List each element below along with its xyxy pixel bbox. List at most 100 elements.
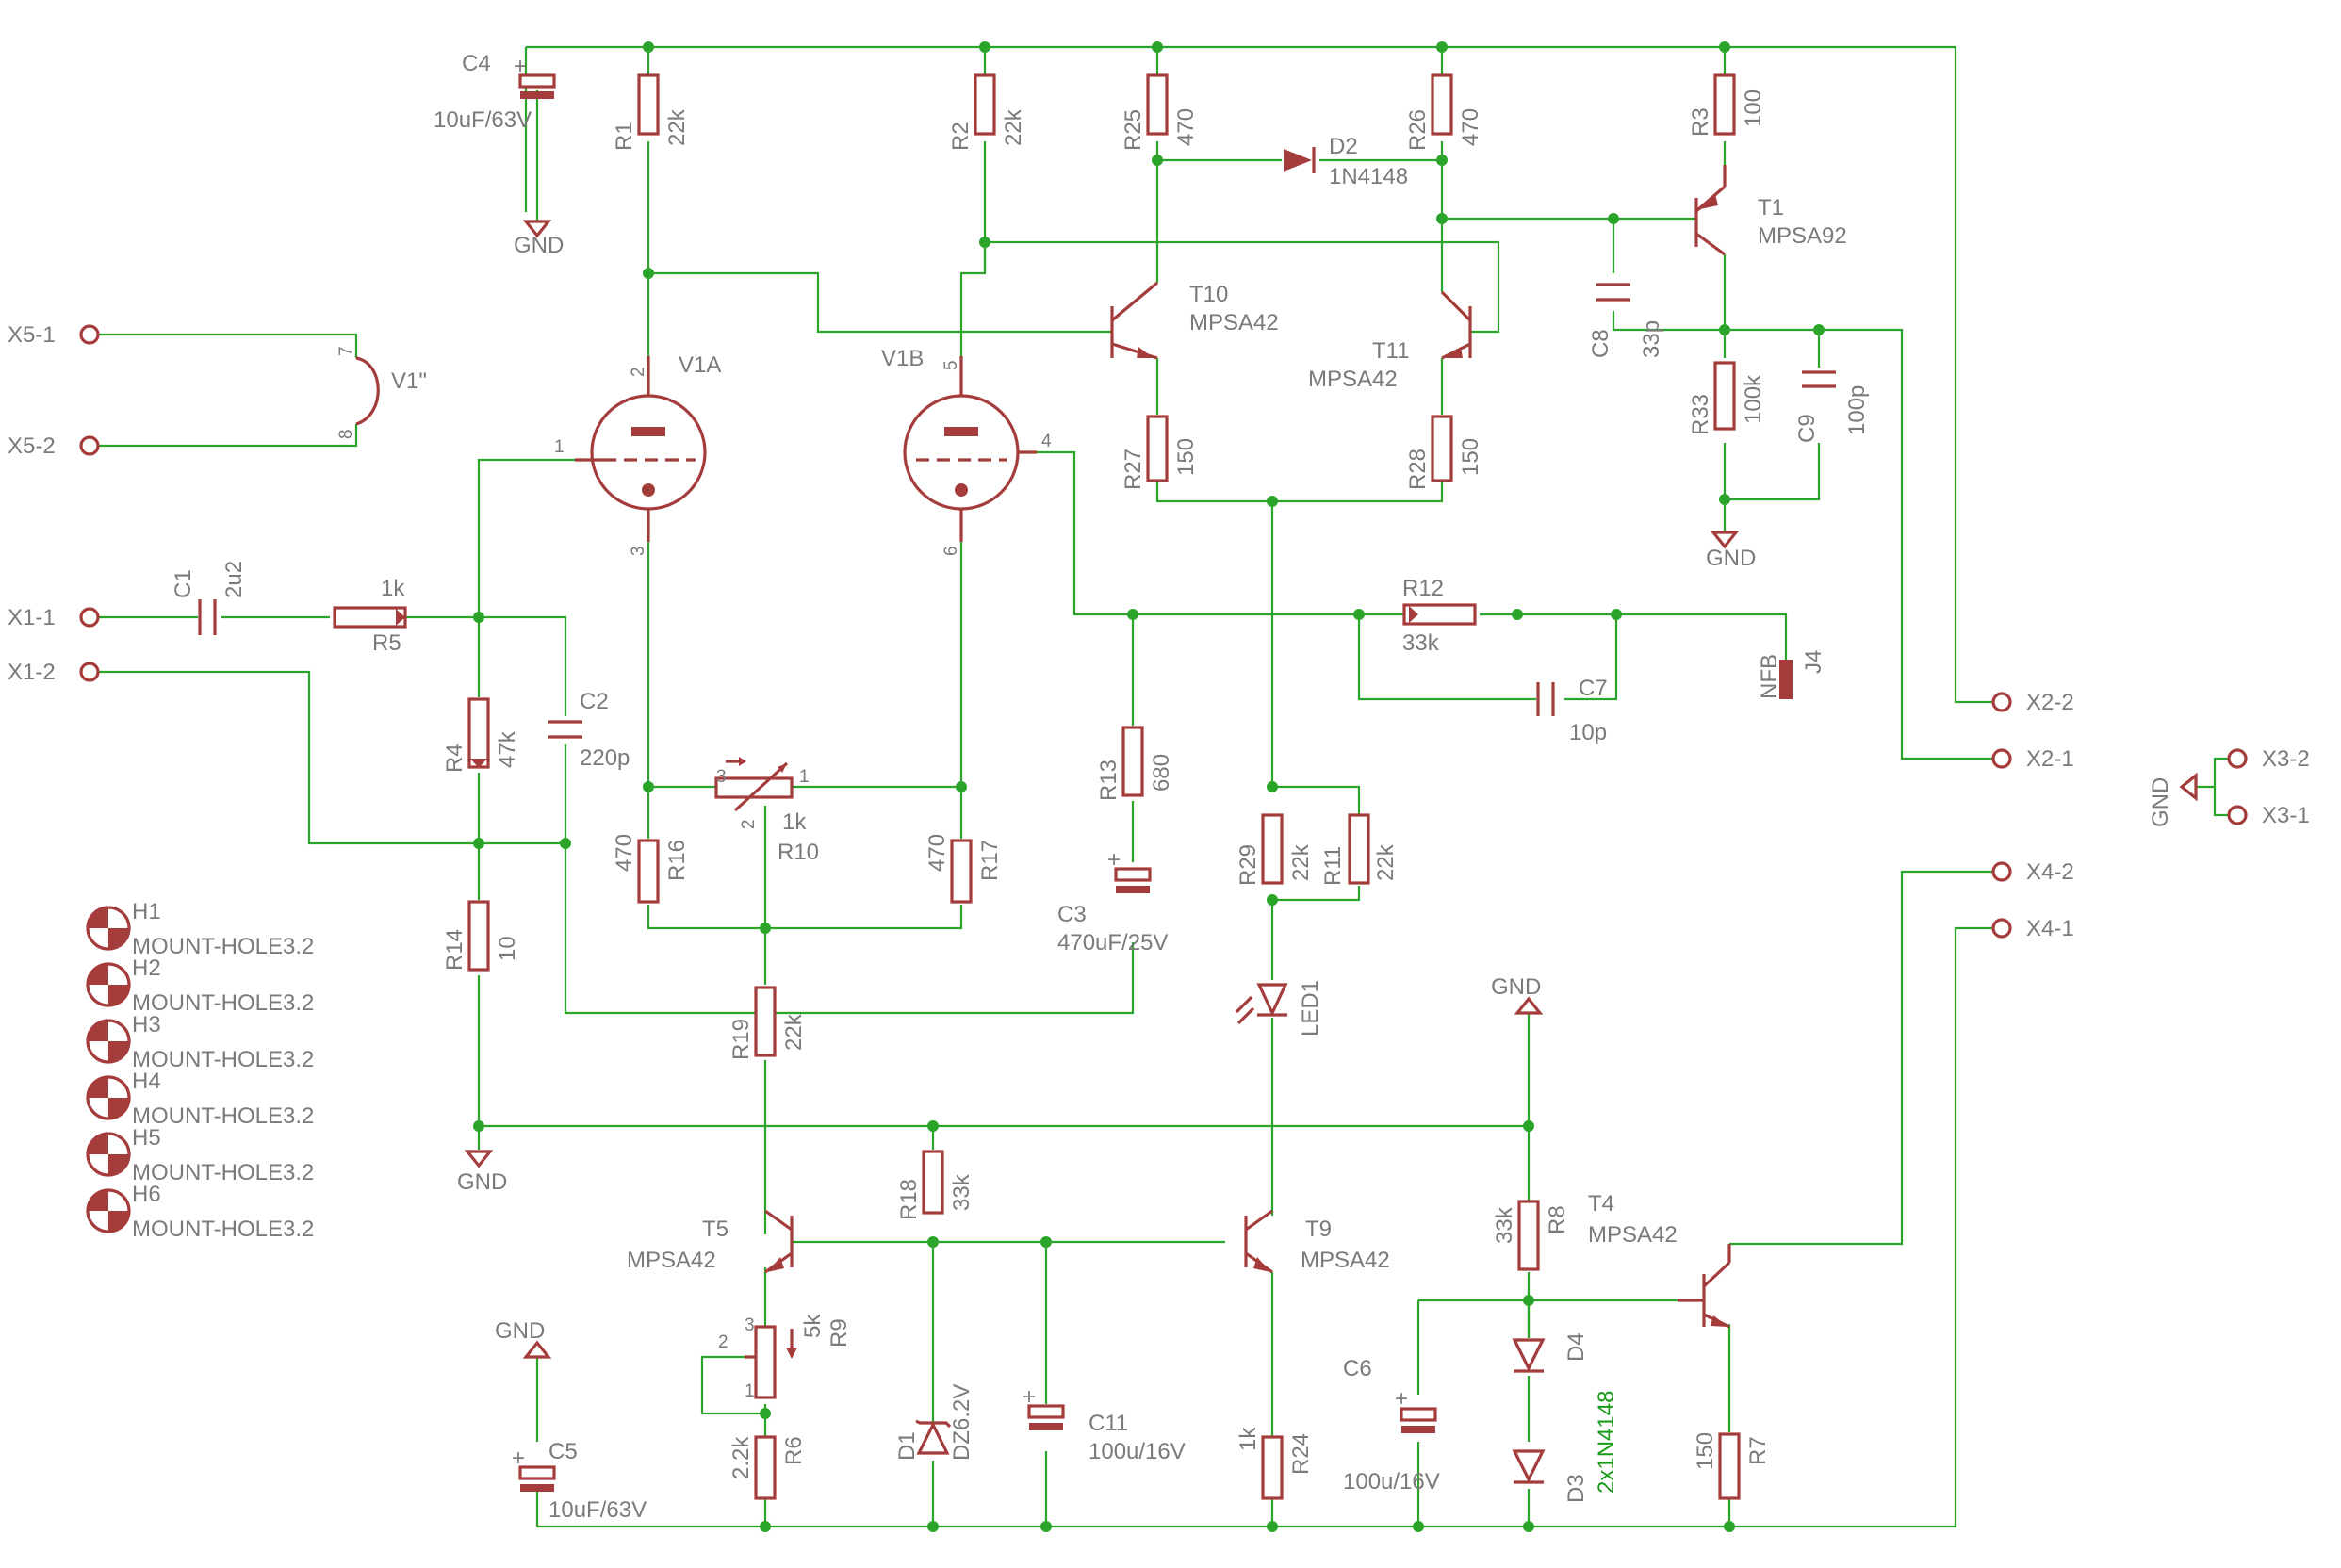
- d1-ref: D1: [894, 1431, 920, 1461]
- mount-hole-ref: H2: [132, 956, 161, 981]
- v1h-ref: V1": [391, 368, 427, 394]
- connector-x3-1[interactable]: X3-1: [2227, 803, 2310, 828]
- t4-value: MPSA42: [1588, 1222, 1678, 1248]
- capacitor-c4: + C4 10uF/63V: [434, 51, 556, 133]
- r14-value: 10: [495, 936, 520, 961]
- ground-symbol: GND: [2148, 772, 2198, 827]
- connector-x4-2[interactable]: X4-2: [1991, 859, 2074, 885]
- t1-ref: T1: [1758, 195, 1784, 220]
- r5-value: 1k: [381, 576, 405, 601]
- c8-value: 33p: [1639, 320, 1664, 358]
- r4-ref: R4: [442, 743, 467, 773]
- gnd-label: GND: [1706, 546, 1756, 571]
- pin-label: 3: [629, 546, 648, 556]
- c4-ref: C4: [462, 51, 491, 76]
- r13-value: 680: [1149, 754, 1174, 792]
- r19-value: 22k: [781, 1013, 807, 1051]
- capacitor-c9: C9 100p: [1794, 370, 1870, 443]
- c9-value: 100p: [1844, 385, 1870, 435]
- pin-label: 3: [716, 767, 727, 787]
- connector-x3-2[interactable]: X3-2: [2227, 746, 2310, 772]
- resistor-r17: 470 R17: [925, 834, 1003, 904]
- r14-ref: R14: [442, 929, 467, 971]
- svg-text:+: +: [1023, 1384, 1036, 1410]
- connector-x1-2[interactable]: X1-2: [8, 660, 100, 685]
- transistor-t5: T5 MPSA42: [627, 1209, 794, 1274]
- capacitor-c5: + C5 10uF/63V: [512, 1439, 647, 1523]
- resistor-r5: 1k R5: [333, 576, 407, 656]
- connector-x2-1[interactable]: X2-1: [1991, 746, 2074, 772]
- capacitor-c8: C8 33p: [1588, 283, 1664, 358]
- mount-hole-value: MOUNT-HOLE3.2: [132, 1160, 314, 1185]
- connector-x1-1[interactable]: X1-1: [8, 605, 100, 630]
- connector-x2-2[interactable]: X2-2: [1991, 690, 2074, 715]
- resistor-r6: 2.2k R6: [728, 1435, 807, 1500]
- mount-hole-value: MOUNT-HOLE3.2: [132, 934, 314, 959]
- c9-ref: C9: [1794, 414, 1820, 443]
- potentiometer-r10: 3 1 2 1k R10: [714, 757, 819, 865]
- r19-ref: R19: [728, 1019, 754, 1060]
- connector-x5-2[interactable]: X5-2: [8, 433, 100, 459]
- r12-value: 33k: [1402, 630, 1440, 656]
- r18-value: 33k: [949, 1173, 974, 1211]
- transistor-t9: T9 MPSA42: [1244, 1209, 1390, 1274]
- j4-value: NFB: [1757, 654, 1782, 699]
- transistor-t10: T10 MPSA42: [1110, 281, 1279, 360]
- connectors: X5-1 X5-2 X1-1 X1-2 X2-2 X2-1 X3-2 X3-1 …: [8, 322, 2310, 941]
- r3-value: 100: [1741, 90, 1766, 127]
- r26-ref: R26: [1405, 109, 1431, 151]
- d2-ref: D2: [1329, 134, 1358, 159]
- t5-value: MPSA42: [627, 1248, 716, 1273]
- r11-ref: R11: [1320, 846, 1346, 886]
- gnd-label: GND: [514, 233, 564, 258]
- capacitor-c7: C7 10p: [1536, 676, 1608, 745]
- capacitor-c11: + C11 100u/16V: [1023, 1384, 1186, 1464]
- d2-value: 1N4148: [1329, 164, 1408, 189]
- diode-d3: D3 2x1N4148: [1512, 1391, 1619, 1503]
- mount-hole-ref: H5: [132, 1125, 161, 1151]
- r2-ref: R2: [948, 122, 974, 151]
- resistor-r14: R14 10: [442, 900, 520, 972]
- v1a-ref: V1A: [679, 352, 721, 378]
- c7-ref: C7: [1579, 676, 1608, 701]
- mount-hole-ref: H4: [132, 1069, 161, 1094]
- r33-ref: R33: [1688, 394, 1713, 435]
- r24-value: 1k: [1236, 1427, 1261, 1451]
- c2-value: 220p: [580, 745, 630, 771]
- mount-hole-ref: H6: [132, 1182, 161, 1207]
- r25-value: 470: [1173, 108, 1199, 146]
- capacitor-c6: + C6 100u/16V: [1343, 1356, 1440, 1494]
- connector-x5-1[interactable]: X5-1: [8, 322, 100, 348]
- c2-ref: C2: [580, 689, 609, 714]
- pin-label: 3: [745, 1315, 755, 1335]
- c3-ref: C3: [1057, 902, 1087, 927]
- resistor-r16: 470 R16: [612, 834, 690, 904]
- r29-ref: R29: [1236, 844, 1261, 886]
- c6-ref: C6: [1343, 1356, 1372, 1381]
- mount-hole-ref: H1: [132, 899, 161, 924]
- connector-label: X1-1: [8, 605, 56, 630]
- c8-ref: C8: [1588, 329, 1613, 358]
- zener-diode-d1: D1 DZ6.2V: [894, 1384, 974, 1461]
- r9-value: 5k: [800, 1314, 826, 1338]
- pin-label: 1: [745, 1381, 755, 1401]
- gnd-label: GND: [457, 1169, 507, 1195]
- connector-label: X5-2: [8, 433, 56, 459]
- transistor-t11: T11 MPSA42: [1308, 290, 1472, 392]
- r9-ref: R9: [827, 1318, 852, 1348]
- resistor-r4: R4 47k: [442, 697, 520, 773]
- gnd-label: GND: [495, 1318, 545, 1344]
- r25-ref: R25: [1121, 109, 1146, 151]
- resistor-r3: R3 100: [1688, 74, 1766, 137]
- c4-value: 10uF/63V: [434, 107, 532, 133]
- r27-value: 150: [1173, 438, 1199, 476]
- pin-label: 2: [718, 1332, 728, 1352]
- r2-value: 22k: [1001, 108, 1026, 146]
- c1-ref: C1: [171, 569, 196, 598]
- tube-heater-v1: V1" 7 8: [336, 346, 427, 439]
- r26-value: 470: [1458, 108, 1483, 146]
- connector-x4-1[interactable]: X4-1: [1991, 916, 2074, 941]
- r10-ref: R10: [778, 840, 819, 865]
- r16-ref: R16: [664, 840, 690, 881]
